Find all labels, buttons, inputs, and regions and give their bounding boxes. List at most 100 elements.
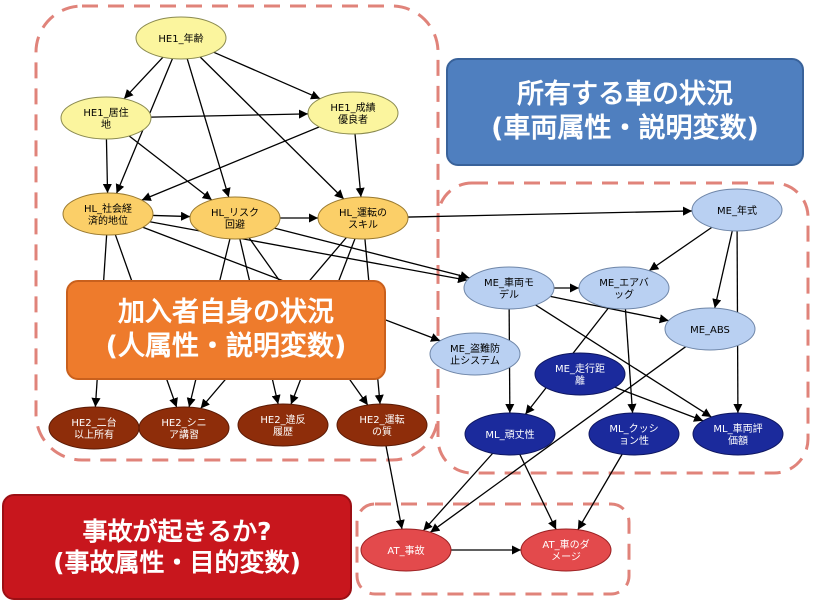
node-label-line: ML_車両評 bbox=[713, 422, 762, 435]
node-label-line: ML_頑丈性 bbox=[485, 428, 534, 441]
node-ellipse bbox=[62, 192, 154, 236]
person-attributes-banner: 加入者自身の状況 (人属性・説明変数) bbox=[66, 280, 386, 380]
edge-ml_sturdy-to-at_damage bbox=[519, 454, 557, 530]
node-label-line: ME_走行距 bbox=[555, 362, 605, 375]
node-label-line: の質 bbox=[372, 425, 392, 438]
node-ml-sturdy: ML_頑丈性 bbox=[464, 412, 556, 456]
edge-me_abs-to-at_accident bbox=[429, 346, 687, 533]
node-ellipse bbox=[691, 188, 783, 232]
node-ellipse bbox=[664, 307, 756, 351]
node-label-line: 優良者 bbox=[338, 113, 368, 126]
edge-he1_age-to-he1_grades bbox=[213, 51, 321, 100]
edge-he1_grades-to-hl_skill bbox=[354, 133, 365, 198]
node-label-line: HL_社会経 bbox=[84, 202, 132, 215]
accident-banner-line1: 事故が起きるか? bbox=[82, 516, 272, 546]
node-label-line: ME_年式 bbox=[717, 204, 757, 217]
node-label-line: ME_ABS bbox=[690, 325, 730, 336]
node-ellipse bbox=[534, 352, 626, 396]
node-ellipse bbox=[60, 96, 152, 140]
node-label-line: ME_車両モ bbox=[484, 276, 534, 289]
person-banner-line1: 加入者自身の状況 bbox=[118, 297, 334, 329]
node-label-line: スキル bbox=[348, 220, 378, 231]
edge-he1_age-to-hl_skill bbox=[199, 56, 345, 200]
node-label-line: HL_リスク bbox=[211, 207, 259, 219]
node-ellipse bbox=[317, 196, 409, 240]
node-ellipse bbox=[307, 91, 399, 135]
node-label-line: HE2_シニ bbox=[161, 418, 206, 429]
node-label-line: HE1_成績 bbox=[330, 101, 375, 114]
edge-hl_social-to-me_model bbox=[149, 221, 468, 284]
node-he1-residence: HE1_居住地 bbox=[60, 96, 152, 140]
edge-he1_age-to-he1_residence bbox=[123, 56, 164, 100]
node-label-line: 以上所有 bbox=[74, 428, 114, 441]
edge-he1_residence-to-he1_grades bbox=[150, 109, 309, 119]
node-label-line: デル bbox=[499, 288, 519, 301]
node-ellipse bbox=[429, 332, 521, 376]
vehicle-attributes-banner: 所有する車の状況 (車両属性・説明変数) bbox=[446, 58, 804, 166]
node-ellipse bbox=[360, 528, 452, 572]
node-label-line: 価額 bbox=[728, 434, 748, 447]
edge-he1_grades-to-hl_social bbox=[141, 126, 320, 201]
vehicle-banner-line2: (車両属性・説明変数) bbox=[491, 113, 759, 144]
node-label-line: HE2_二台 bbox=[71, 416, 116, 429]
node-me-abs: ME_ABS bbox=[664, 307, 756, 351]
edge-he1_residence-to-hl_social bbox=[102, 138, 112, 194]
edge-ml_cushion-to-at_damage bbox=[577, 453, 623, 531]
node-ellipse bbox=[588, 412, 680, 456]
node-label-line: 回避 bbox=[225, 218, 245, 231]
node-label-line: 止システム bbox=[450, 355, 500, 367]
person-group-border bbox=[34, 4, 440, 462]
edge-ml_sturdy-to-at_accident bbox=[422, 452, 494, 532]
node-label-line: メージ bbox=[551, 552, 581, 563]
node-ellipse bbox=[463, 266, 555, 310]
edge-me_airbag-to-ml_cushion bbox=[624, 308, 637, 414]
edge-he1_residence-to-hl_risk bbox=[128, 135, 213, 201]
person-banner-line2: (人属性・説明変数) bbox=[105, 331, 347, 362]
node-label-line: ッグ bbox=[614, 288, 634, 301]
node-ellipse bbox=[336, 403, 428, 447]
node-label-line: AT_車のダ bbox=[542, 538, 589, 551]
edge-he2_quality-to-at_accident bbox=[385, 445, 405, 530]
accident-attributes-banner: 事故が起きるか? (事故属性・目的変数) bbox=[2, 494, 352, 600]
node-label-line: HE1_年齢 bbox=[158, 32, 203, 45]
node-ellipse bbox=[138, 406, 230, 450]
vehicle-group-border bbox=[436, 181, 810, 475]
vehicle-banner-line1: 所有する車の状況 bbox=[517, 79, 733, 111]
node-label-line: ML_クッシ bbox=[609, 423, 658, 435]
node-label-line: ア講習 bbox=[169, 428, 199, 441]
accident-banner-line2: (事故属性・目的変数) bbox=[53, 548, 301, 577]
node-label-line: HE2_運転 bbox=[359, 414, 404, 426]
node-ellipse bbox=[189, 196, 281, 240]
accident-group-border bbox=[355, 502, 631, 596]
node-label-line: ME_エアバ bbox=[599, 277, 649, 289]
edge-me_model-to-ml_value bbox=[535, 304, 712, 418]
edge-me_mileage-to-ml_value bbox=[614, 386, 704, 422]
edge-me_year-to-me_abs bbox=[712, 230, 733, 309]
node-ellipse bbox=[578, 266, 670, 310]
node-label-line: AT_事故 bbox=[387, 544, 424, 557]
node-label-line: 地 bbox=[101, 118, 111, 131]
node-label-line: ョン性 bbox=[619, 434, 649, 447]
node-me-year: ME_年式 bbox=[691, 188, 783, 232]
node-label-line: 離 bbox=[575, 374, 585, 387]
node-ellipse bbox=[520, 528, 612, 572]
node-label-line: 履歴 bbox=[273, 426, 293, 438]
edge-me_year-to-me_airbag bbox=[648, 226, 713, 272]
edge-me_model-to-me_abs bbox=[550, 295, 669, 324]
node-label-line: HE1_居住 bbox=[83, 106, 128, 119]
